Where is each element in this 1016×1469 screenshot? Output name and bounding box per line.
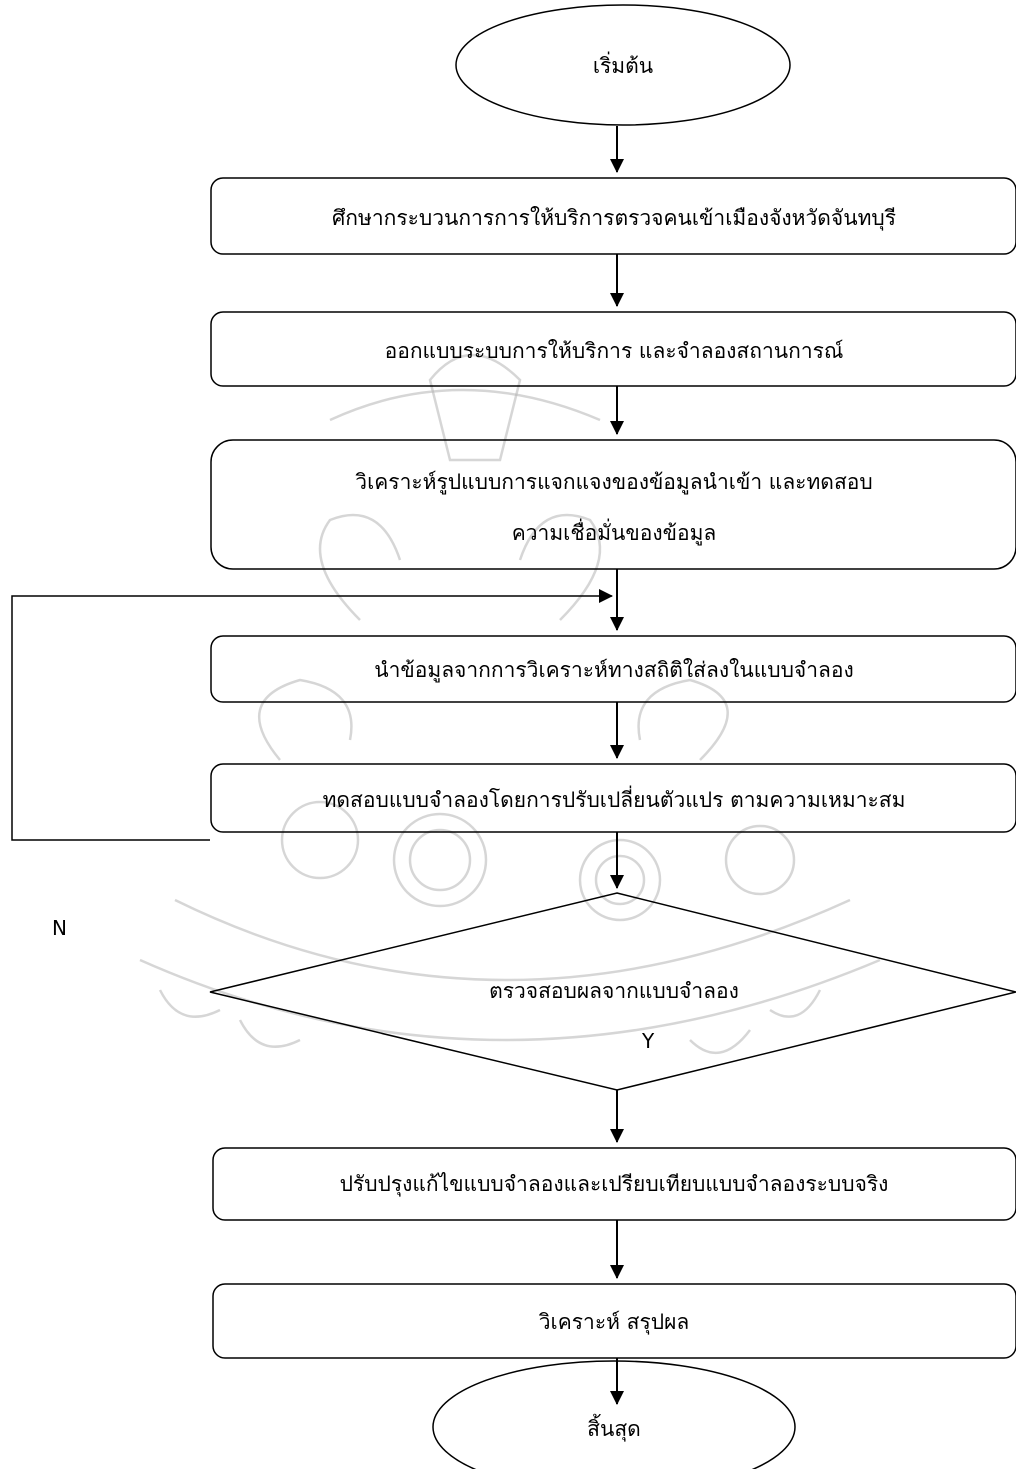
step-1-label: ศึกษากระบวนการการให้บริการตรวจคนเข้าเมือ… (332, 206, 896, 231)
process-step-7: วิเคราะห์ สรุปผล (212, 1283, 1016, 1359)
step-7-label: วิเคราะห์ สรุปผล (539, 1310, 690, 1335)
start-ellipse (455, 4, 791, 126)
step-3-label-line1: วิเคราะห์รูปแบบการแจกแจงของข้อมูลนำเข้า … (355, 470, 873, 495)
process-step-6: ปรับปรุงแก้ไขแบบจำลองและเปรียบเทียบแบบจำ… (212, 1147, 1016, 1221)
loop-back-arrow (11, 589, 613, 841)
step-5-label: ทดสอบแบบจำลองโดยการปรับเปลี่ยนตัวแปร ตาม… (323, 785, 906, 812)
process-step-5: ทดสอบแบบจำลองโดยการปรับเปลี่ยนตัวแปร ตาม… (210, 763, 1016, 833)
step-2-label: ออกแบบระบบการให้บริการ และจำลองสถานการณ์ (385, 339, 844, 363)
start-terminal: เริ่มต้น (455, 4, 791, 126)
loop-back-connector: N (11, 589, 613, 940)
process-step-2: ออกแบบระบบการให้บริการ และจำลองสถานการณ์ (210, 311, 1016, 387)
end-terminal: สิ้นสุด (432, 1360, 796, 1469)
step-3-label-line2: ความเชื่อมั่นของข้อมูล (512, 518, 717, 546)
no-branch-label: N (52, 916, 67, 940)
process-step-3: วิเคราะห์รูปแบบการแจกแจงของข้อมูลนำเข้า … (210, 439, 1016, 570)
end-ellipse (432, 1360, 796, 1469)
step-4-label: นำข้อมูลจากการวิเคราะห์ทางสถิติใส่ลงในแบ… (374, 658, 854, 683)
process-box-2 (210, 311, 1016, 387)
seal-outline (139, 353, 881, 1055)
decision-label: ตรวจสอบผลจากแบบจำลอง (489, 979, 739, 1003)
step-6-label: ปรับปรุงแก้ไขแบบจำลองและเปรียบเทียบแบบจำ… (340, 1172, 889, 1197)
end-label: สิ้นสุด (587, 1414, 641, 1442)
start-label: เริ่มต้น (593, 51, 653, 78)
process-step-1: ศึกษากระบวนการการให้บริการตรวจคนเข้าเมือ… (210, 177, 1016, 255)
decision-node: ตรวจสอบผลจากแบบจำลอง (209, 892, 1016, 1091)
process-box-5 (210, 763, 1016, 833)
process-box-1 (210, 177, 1016, 255)
process-box-6 (212, 1147, 1016, 1221)
process-box-7 (212, 1283, 1016, 1359)
yes-branch-label: Y (641, 1029, 655, 1053)
process-box-3 (210, 439, 1016, 570)
process-step-4: นำข้อมูลจากการวิเคราะห์ทางสถิติใส่ลงในแบ… (210, 635, 1016, 703)
process-box-4 (210, 635, 1016, 703)
